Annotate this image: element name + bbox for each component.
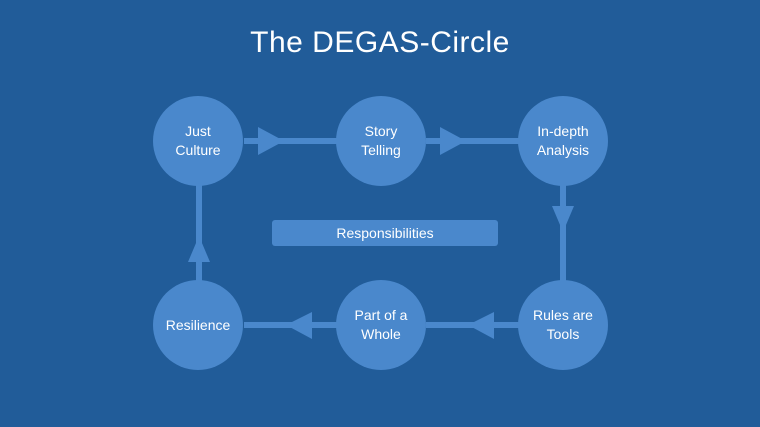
node-in-depth-analysis: In-depth Analysis (518, 96, 608, 186)
node-just-culture: Just Culture (153, 96, 243, 186)
arrowhead-right (258, 127, 284, 155)
arrowhead-right (440, 127, 466, 155)
diagram-title: The DEGAS-Circle (250, 26, 510, 59)
arrowhead-left (468, 312, 494, 339)
arrowhead-down (552, 206, 574, 232)
node-story-telling: Story Telling (336, 96, 426, 186)
connector-line (560, 185, 566, 281)
connector-line (196, 185, 202, 281)
arrowhead-left (286, 312, 312, 339)
responsibilities-box: Responsibilities (272, 220, 498, 246)
node-resilience: Resilience (153, 280, 243, 370)
connector-line (244, 138, 338, 144)
node-rules-are-tools: Rules are Tools (518, 280, 608, 370)
arrowhead-up (188, 236, 210, 262)
node-part-of-a-whole: Part of a Whole (336, 280, 426, 370)
connector-line (426, 138, 520, 144)
